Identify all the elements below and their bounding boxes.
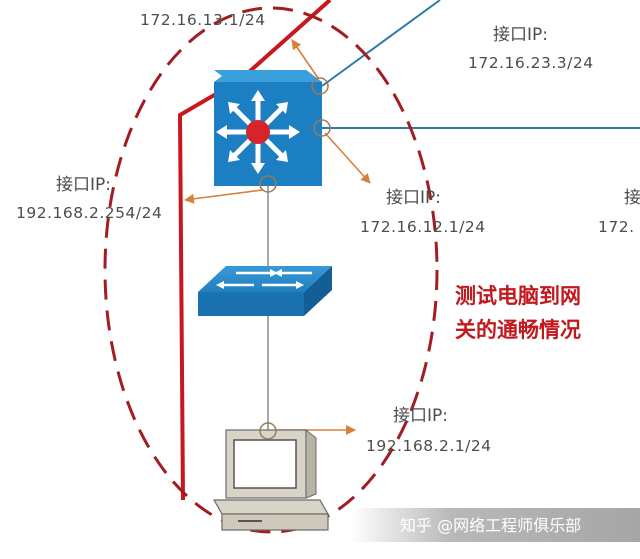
port-marker-pc — [259, 422, 277, 440]
annotation-line-1: 测试电脑到网 — [455, 284, 581, 308]
watermark-text: 知乎 @网络工程师俱乐部 — [400, 516, 581, 535]
bottom-iface-label: 接口IP: — [393, 406, 448, 426]
bottom-ip-label: 192.168.2.1/24 — [366, 437, 492, 455]
layer2-switch-icon — [198, 266, 332, 316]
annotation-line-2: 关的通畅情况 — [455, 318, 581, 342]
left-ip-label: 192.168.2.254/24 — [16, 204, 162, 222]
port-marker-top — [311, 77, 329, 95]
mid-ip-label: 172.16.12.1/24 — [360, 218, 486, 236]
arrow-mid — [324, 132, 371, 184]
desktop-computer-icon — [212, 428, 330, 531]
arrow-top — [291, 39, 319, 79]
port-marker-right — [313, 119, 331, 137]
test-path-line — [177, 0, 332, 501]
layer3-switch-icon — [214, 70, 322, 186]
right-iface-label: 接 — [624, 188, 640, 208]
arrow-left — [184, 189, 263, 204]
left-iface-label: 接口IP: — [56, 175, 111, 195]
top-right-iface-label: 接口IP: — [493, 25, 548, 45]
top-ip-label: 172.16.13.1/24 — [140, 11, 266, 29]
link-to-top-right — [321, 0, 441, 87]
mid-iface-label: 接口IP: — [386, 188, 441, 208]
top-right-ip-label: 172.16.23.3/24 — [468, 54, 594, 72]
scope-ellipse — [103, 6, 439, 534]
watermark-backdrop — [350, 508, 640, 542]
right-ip-label: 172. — [598, 218, 635, 236]
port-marker-bottom — [259, 175, 277, 193]
